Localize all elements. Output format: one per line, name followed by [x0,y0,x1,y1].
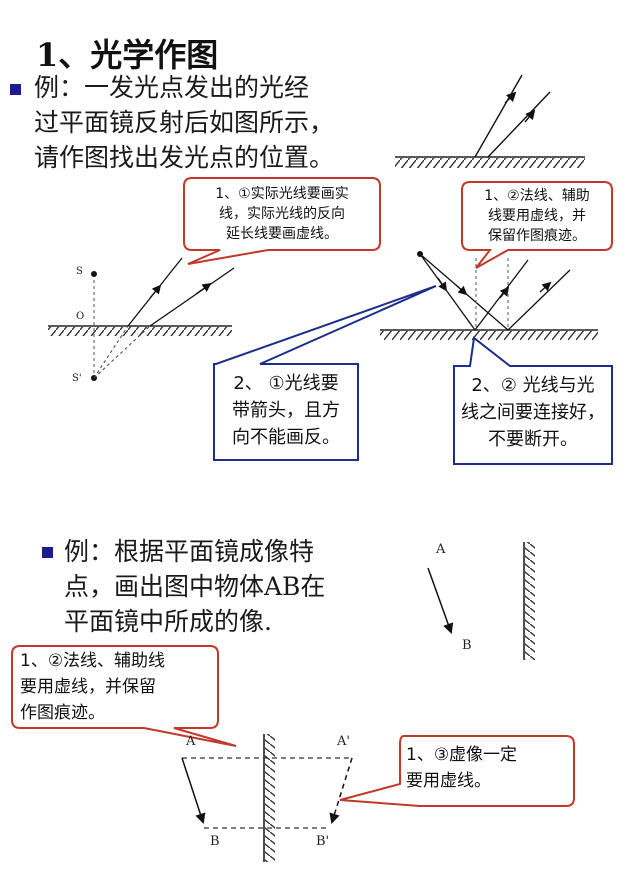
example2-line: 点，画出图中物体AB在 [64,572,326,601]
callout-line: 作图痕迹。 [20,703,105,723]
example2-given-figure [427,542,535,660]
example1-line: 例：一发光点发出的光经 [34,73,310,102]
example1-given-figure [395,74,585,168]
bullet-icon [10,84,21,95]
example1-method2-figure [380,251,598,340]
callout-line: 线，实际光线的反向 [219,206,345,222]
callout-line: 2、 ①光线要 [233,373,339,394]
page-title: 1、光学作图 [36,36,219,74]
example1-line: 过平面镜反射后如图所示， [34,108,335,137]
callout-line: 1、①实际光线要画实 [215,186,349,202]
callout-line: 1、②法线、辅助 [484,188,590,204]
callout-dashed-normals: 1、②法线、辅助 线要用虚线，并 保留作图痕迹。 [466,186,608,246]
label-a-prime: A' [337,734,350,749]
callout-line: 要用虚线，并保留 [20,677,156,697]
callout-line: 线之间要连接好， [461,402,605,423]
callout-line: 1、②法线、辅助线 [20,651,166,671]
example1-text: 例：一发光点发出的光经 过平面镜反射后如图所示， 请作图找出发光点的位置。 [34,70,334,175]
example2-line: 例：根据平面镜成像特 [64,537,315,566]
callout-line: 保留作图痕迹。 [488,228,586,244]
callout-line: 向不能画反。 [232,427,340,448]
callout-line: 线要用虚线，并 [488,208,586,224]
callout-virtual-image: 1、③虚像一定 要用虚线。 [406,742,572,794]
callout-line: 带箭头，且方 [232,400,340,421]
label-b: B [462,638,472,653]
callout-arrow-direction: 2、 ①光线要 带箭头，且方 向不能画反。 [216,370,356,451]
callout-line: 要用虚线。 [406,771,491,791]
example2-text: 例：根据平面镜成像特 点，画出图中物体AB在 平面镜中所成的像. [64,534,325,639]
callout-solid-rays: 1、①实际光线要画实 线，实际光线的反向 延长线要画虚线。 [188,184,376,244]
callout-shapes [11,177,613,807]
example1-method1-figure [48,257,235,381]
label-o: O [76,311,85,322]
callout-line: 延长线要画虚线。 [226,226,338,242]
example2-solution-figure [181,734,353,862]
label-a: A [436,542,446,557]
callout-line: 不要断开。 [488,429,578,450]
example1-line: 请作图找出发光点的位置。 [34,143,335,172]
callout-line: 1、③虚像一定 [406,745,518,765]
callout-line: 2、② 光线与光 [471,375,595,396]
label-a-solution: A [186,734,196,749]
example2-line: 平面镜中所成的像. [64,607,272,636]
label-s: S [76,266,83,277]
callout-dashed-aux: 1、②法线、辅助线 要用虚线，并保留 作图痕迹。 [20,648,216,726]
label-b-solution: B [210,834,220,849]
callout-connect-rays: 2、② 光线与光 线之间要连接好， 不要断开。 [456,372,610,453]
label-b-prime: B' [316,834,330,849]
label-s-prime: S' [72,373,82,384]
bullet-icon [42,547,53,558]
